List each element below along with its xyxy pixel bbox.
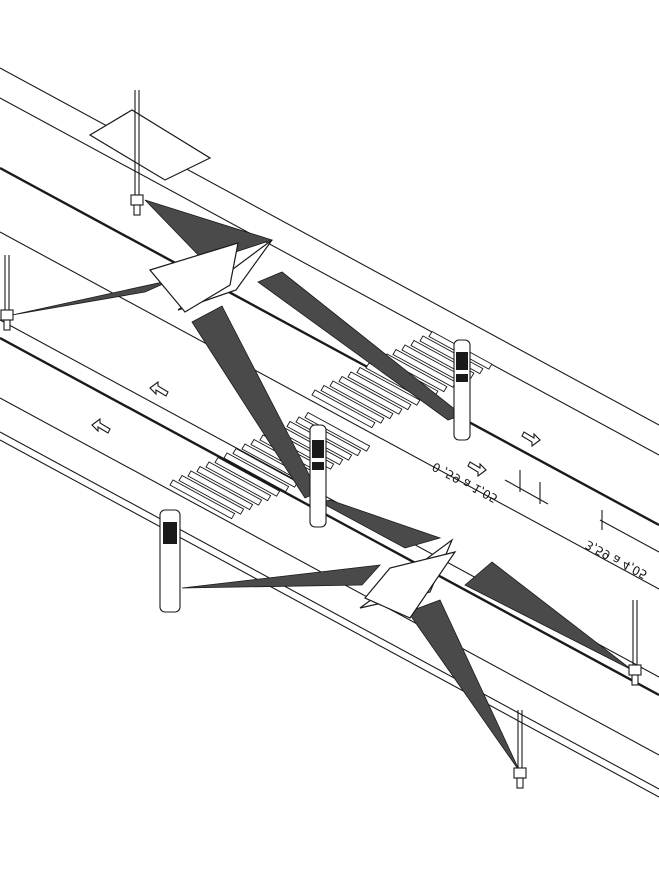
bollard-center bbox=[309, 424, 327, 528]
dimension-label-inner: 0 ,59 a 1,05 bbox=[430, 459, 500, 505]
sensor-post-bottom bbox=[513, 710, 527, 789]
road-edge-line bbox=[0, 439, 659, 798]
detection-beam bbox=[144, 199, 274, 263]
arrow-left-icon bbox=[149, 380, 169, 397]
sensor-post-left bbox=[0, 255, 14, 331]
detection-beam bbox=[407, 599, 521, 773]
sensor-posts bbox=[0, 90, 642, 789]
direction-arrows bbox=[91, 380, 541, 478]
crosswalk-stripe bbox=[347, 371, 412, 411]
detection-zone-upper bbox=[148, 242, 239, 313]
detection-beam bbox=[318, 499, 442, 549]
crosswalk-stripe bbox=[304, 411, 371, 452]
dimension-label-outer: 3,59 a 4,05 bbox=[583, 537, 650, 581]
detection-beams bbox=[11, 199, 633, 773]
crosswalk-stripe bbox=[311, 389, 376, 429]
dimensions: 0 ,59 a 1,05 3,59 a 4,05 bbox=[430, 459, 659, 582]
detection-beam bbox=[181, 564, 382, 589]
sensor-post-top-left bbox=[130, 90, 144, 216]
crosswalk-stripe bbox=[187, 470, 254, 511]
arrow-right-icon bbox=[467, 461, 487, 478]
crosswalk-stripe bbox=[338, 375, 403, 415]
road-edge-line bbox=[0, 431, 659, 790]
sensor-post-right bbox=[628, 600, 642, 686]
bollard-lower-left bbox=[159, 509, 181, 613]
crosswalk-stripe bbox=[329, 380, 394, 420]
crosswalk-stripe bbox=[214, 456, 281, 497]
detection-zones bbox=[88, 109, 457, 619]
crosswalk-stripe bbox=[196, 465, 263, 506]
road-lines bbox=[0, 67, 659, 798]
bollard-upper-right bbox=[453, 339, 471, 441]
detection-zone-lower bbox=[364, 551, 457, 619]
road-center-line bbox=[0, 336, 659, 697]
detection-beam bbox=[11, 279, 173, 316]
crosswalk-lower bbox=[169, 411, 371, 520]
road-edge-line bbox=[0, 231, 659, 590]
road-edge-line bbox=[0, 97, 659, 456]
crosswalk-stripe bbox=[356, 366, 421, 406]
bollards bbox=[159, 339, 471, 613]
crosswalk-stripe bbox=[169, 479, 236, 520]
crosswalk-stripe bbox=[205, 461, 272, 502]
arrow-left-icon bbox=[91, 417, 111, 434]
crosswalk-stripe bbox=[223, 452, 290, 493]
road-edge-line bbox=[0, 67, 659, 426]
far-zone-outline bbox=[88, 109, 212, 181]
crosswalk-stripe bbox=[320, 384, 385, 424]
crosswalk-stripe bbox=[178, 474, 245, 515]
road-center-line bbox=[0, 166, 659, 527]
arrow-right-icon bbox=[521, 431, 541, 448]
detection-beam bbox=[464, 561, 633, 671]
